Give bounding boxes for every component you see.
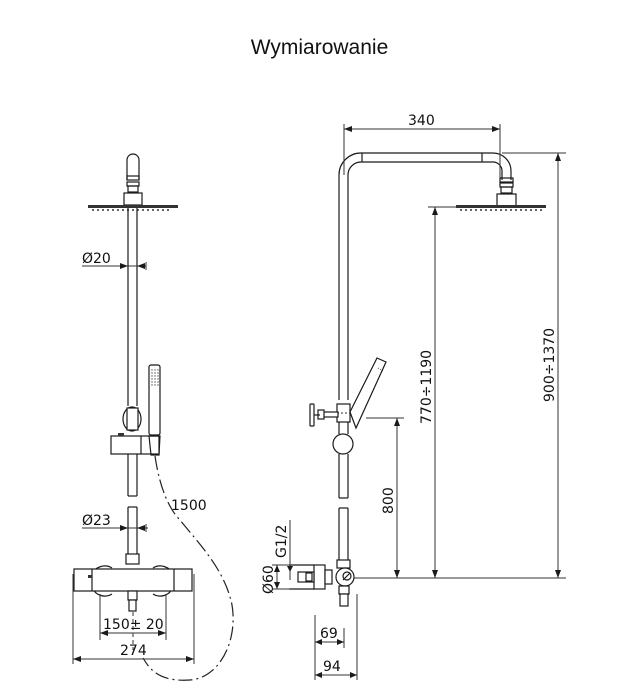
front-hose (142, 455, 234, 681)
dim-thread: G1/2 (274, 520, 293, 580)
front-upper-pipe (127, 208, 138, 406)
side-slider (309, 357, 387, 455)
dim-total-height: 900÷1370 (502, 152, 566, 578)
dim-arm-length: 340 (343, 113, 501, 178)
label-pipe-lower-diameter: Ø23 (82, 513, 111, 529)
label-mixer-width: 274 (120, 643, 147, 659)
front-slider (110, 406, 160, 455)
drawing-title: Wymiarowanie (250, 36, 389, 59)
dim-escutcheon-diameter: Ø60 (261, 564, 290, 594)
label-slider-height: 800 (381, 487, 397, 514)
front-head-neck (123, 153, 143, 206)
label-thread: G1/2 (274, 525, 290, 558)
label-pipe-upper-diameter: Ø20 (82, 251, 111, 267)
dim-pipe-upper-diameter: Ø20 (82, 251, 147, 270)
side-view: 340 900÷1370 770÷1190 800 (261, 113, 566, 680)
label-arm-length: 340 (408, 113, 435, 129)
front-shower-head (88, 205, 178, 211)
front-view: Ø20 (72, 153, 234, 681)
side-mixer (289, 559, 355, 607)
dim-pipe-lower-diameter: Ø23 (82, 513, 148, 532)
side-shower-arm (338, 152, 546, 211)
dim-connector-spacing: 150± 20 (99, 594, 167, 650)
dim-depth-inner: 69 (314, 615, 345, 680)
front-mixer (73, 553, 193, 612)
label-head-height: 770÷1190 (419, 350, 435, 424)
front-lower-pipe (127, 454, 138, 556)
label-hose-length: 1500 (171, 498, 207, 514)
label-depth-inner: 69 (320, 626, 338, 642)
front-hand-shower (148, 364, 161, 456)
label-connector-spacing: 150± 20 (103, 617, 164, 633)
label-escutcheon-diameter: Ø60 (261, 565, 277, 594)
dim-slider-height: 800 (366, 417, 404, 578)
label-depth-outer: 94 (323, 659, 341, 675)
label-total-height: 900÷1370 (542, 328, 558, 402)
dim-depth-outer: 94 (315, 594, 358, 680)
dim-mixer-width: 274 (72, 574, 195, 664)
dim-head-height: 770÷1190 (419, 206, 456, 578)
side-upper-pipe (338, 175, 349, 400)
side-lower-pipe (338, 454, 349, 560)
